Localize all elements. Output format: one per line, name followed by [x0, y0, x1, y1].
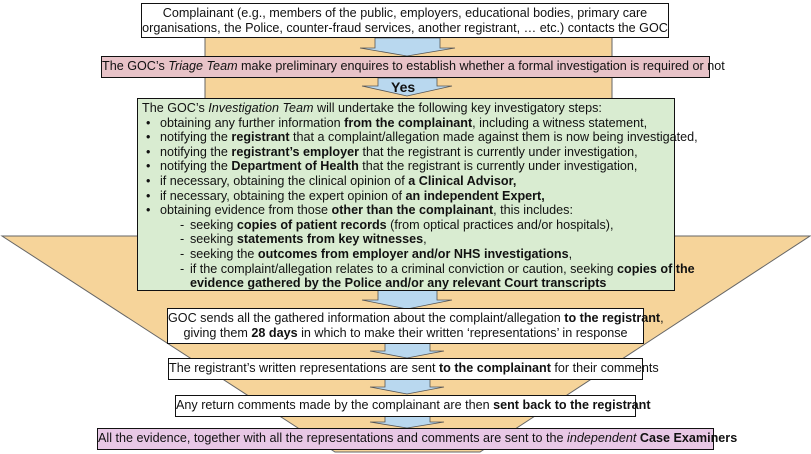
- list-item: notifying the Department of Health that …: [142, 159, 670, 174]
- sub-list-item: -seeking the outcomes from employer and/…: [180, 246, 573, 261]
- case-examiners-box: All the evidence, together with all the …: [97, 428, 737, 450]
- triage-box: The GOC’s Triage Team make preliminary e…: [101, 56, 725, 78]
- yes-label: Yes: [391, 79, 416, 95]
- representations-box: The registrant’s written representations…: [168, 358, 659, 380]
- complainant-line-2: organisations, the Police, counter-fraud…: [142, 21, 668, 35]
- complainant-line-1: Complainant (e.g., members of the public…: [162, 6, 648, 20]
- arrow-3: [361, 289, 453, 310]
- return-comments-box: Any return comments made by the complain…: [175, 395, 651, 417]
- list-item: obtaining any further information from t…: [142, 116, 670, 131]
- goc-sends-line-2: giving them 28 days in which to make the…: [183, 326, 628, 340]
- investigation-box: The GOC’s Investigation Team will undert…: [137, 98, 698, 291]
- arrow-1: [359, 37, 456, 57]
- sub-list-item: -if the complaint/allegation relates to …: [180, 261, 695, 291]
- arrow-2: [361, 77, 453, 97]
- arrow-4: [369, 342, 445, 359]
- list-item: notifying the registrant that a complain…: [142, 130, 698, 145]
- goc-sends-line-1: GOC sends all the gathered information a…: [168, 311, 664, 325]
- sub-list-item: -seeking copies of patient records (from…: [180, 217, 614, 232]
- arrow-6: [369, 415, 445, 429]
- list-item: obtaining evidence from those other than…: [142, 203, 670, 218]
- sub-list-item: -seeking statements from key witnesses,: [180, 232, 427, 247]
- investigation-steps-list: obtaining any further information from t…: [142, 116, 698, 218]
- investigation-intro: The GOC’s Investigation Team will undert…: [142, 101, 602, 115]
- complainant-box: Complainant (e.g., members of the public…: [141, 3, 669, 38]
- goc-sends-box: GOC sends all the gathered information a…: [167, 308, 664, 344]
- triage-team-label: Triage Team: [168, 59, 238, 73]
- evidence-sub-list: -seeking copies of patient records (from…: [142, 217, 695, 291]
- list-item: if necessary, obtaining the expert opini…: [142, 189, 670, 204]
- arrow-5: [369, 378, 445, 395]
- list-item: notifying the registrant’s employer that…: [142, 145, 670, 160]
- list-item: if necessary, obtaining the clinical opi…: [142, 174, 670, 189]
